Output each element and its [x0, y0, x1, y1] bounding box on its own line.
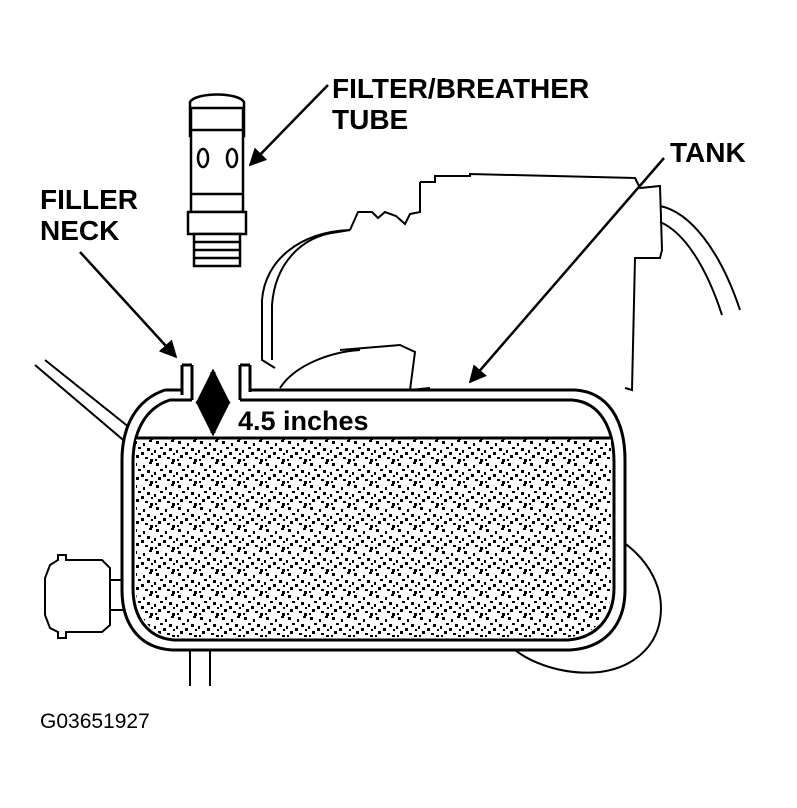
filter-breather-label: FILTER/BREATHER TUBE: [332, 73, 589, 135]
filler-neck-label-line1: FILLER: [40, 184, 138, 215]
tank-leader-arrow: [468, 157, 665, 384]
filter-breather-tube-part: [186, 93, 248, 268]
dimension-label: 4.5 inches: [238, 406, 369, 436]
filler-neck-leader-arrow: [79, 251, 178, 359]
filter-leader-arrow: [248, 84, 329, 167]
figure-code: G03651927: [40, 710, 150, 733]
leader-lines: [79, 84, 665, 384]
tank-label: TANK: [670, 137, 746, 168]
filler-neck: [180, 363, 252, 400]
filter-breather-label-line1: FILTER/BREATHER: [332, 73, 590, 104]
filler-neck-label-line2: NECK: [40, 215, 120, 246]
filler-neck-label: FILLER NECK: [40, 184, 138, 246]
filter-breather-label-line2: TUBE: [332, 104, 409, 135]
engine-component-outline: [34, 172, 741, 674]
fuel-contents: [136, 438, 611, 637]
side-bracket: [44, 554, 130, 639]
